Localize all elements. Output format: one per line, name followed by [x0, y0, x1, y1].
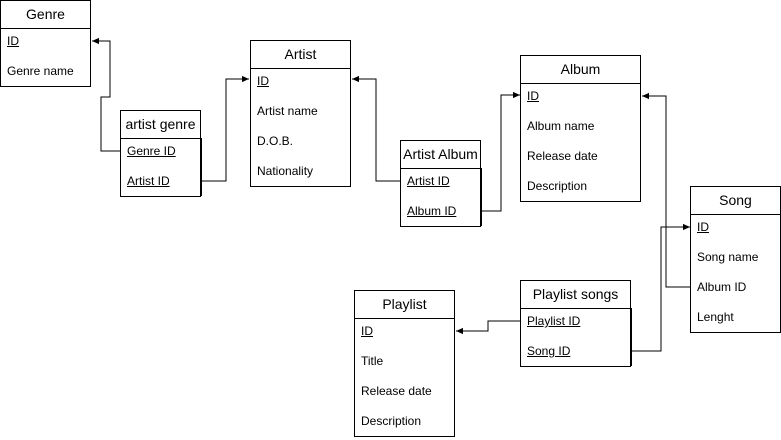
- song-length-field: Lenght: [697, 310, 734, 324]
- playlist-songs-playlist-id-field: Playlist ID: [527, 314, 581, 328]
- playlist-release-date-field: Release date: [361, 384, 432, 398]
- genre-entity[interactable]: Genre ID Genre name: [0, 0, 91, 87]
- playlist-entity[interactable]: Playlist ID Title Release date Descripti…: [354, 290, 455, 437]
- album-id-field: ID: [527, 89, 539, 103]
- artist-album-artist-id-field: Artist ID: [407, 174, 450, 188]
- song-name-field: Song name: [697, 250, 759, 264]
- playlist-id-field: ID: [361, 324, 373, 338]
- genre-name-field: Genre name: [7, 64, 74, 78]
- connector-artist-genre-to-artist: [201, 75, 249, 182]
- playlist-songs-divider: [631, 308, 632, 366]
- artist-nationality-field: Nationality: [257, 164, 314, 178]
- artist-genre-genre-id-field: Genre ID: [127, 144, 176, 158]
- song-id-field: ID: [697, 220, 709, 234]
- playlist-songs-entity[interactable]: Playlist songs Playlist ID Song ID: [520, 280, 632, 367]
- album-entity[interactable]: Album ID Album name Release date Descrip…: [520, 55, 641, 202]
- connector-artist-genre-to-genre: [92, 37, 121, 152]
- artist-genre-divider: [201, 138, 202, 196]
- artist-album-divider: [481, 168, 482, 226]
- artist-album-album-id-field: Album ID: [407, 204, 457, 218]
- album-description-field: Description: [527, 179, 588, 193]
- album-entity-title: Album: [521, 56, 640, 84]
- playlist-songs-song-id-field: Song ID: [527, 344, 571, 358]
- playlist-title-field: Title: [361, 354, 384, 368]
- connector-playlist-songs-to-playlist: [456, 320, 521, 335]
- playlist-description-field: Description: [361, 414, 422, 428]
- artist-genre-entity-title: artist genre: [121, 111, 200, 139]
- artist-dob-field: D.O.B.: [257, 134, 294, 148]
- artist-genre-entity[interactable]: artist genre Genre ID Artist ID: [120, 110, 202, 197]
- connector-playlist-songs-to-song: [631, 223, 690, 352]
- genre-entity-title: Genre: [1, 1, 90, 29]
- artist-entity[interactable]: Artist ID Artist name D.O.B. Nationality: [250, 40, 351, 187]
- connector-artist-album-to-album: [481, 91, 520, 212]
- connector-artist-album-to-artist: [352, 75, 401, 182]
- album-release-date-field: Release date: [527, 149, 598, 163]
- artist-name-field: Artist name: [257, 104, 318, 118]
- album-name-field: Album name: [527, 119, 595, 133]
- artist-id-field: ID: [257, 74, 269, 88]
- playlist-entity-title: Playlist: [355, 291, 454, 319]
- playlist-songs-entity-title: Playlist songs: [521, 281, 630, 309]
- song-album-id-field: Album ID: [697, 280, 747, 294]
- artist-album-entity[interactable]: Artist Album Artist ID Album ID: [400, 140, 482, 227]
- genre-id-field: ID: [7, 34, 19, 48]
- song-entity-title: Song: [691, 187, 780, 215]
- artist-album-entity-title: Artist Album: [401, 141, 480, 169]
- artist-entity-title: Artist: [251, 41, 350, 69]
- song-entity[interactable]: Song ID Song name Album ID Lenght: [690, 186, 781, 333]
- connector-song-to-album: [642, 92, 691, 288]
- artist-genre-artist-id-field: Artist ID: [127, 174, 170, 188]
